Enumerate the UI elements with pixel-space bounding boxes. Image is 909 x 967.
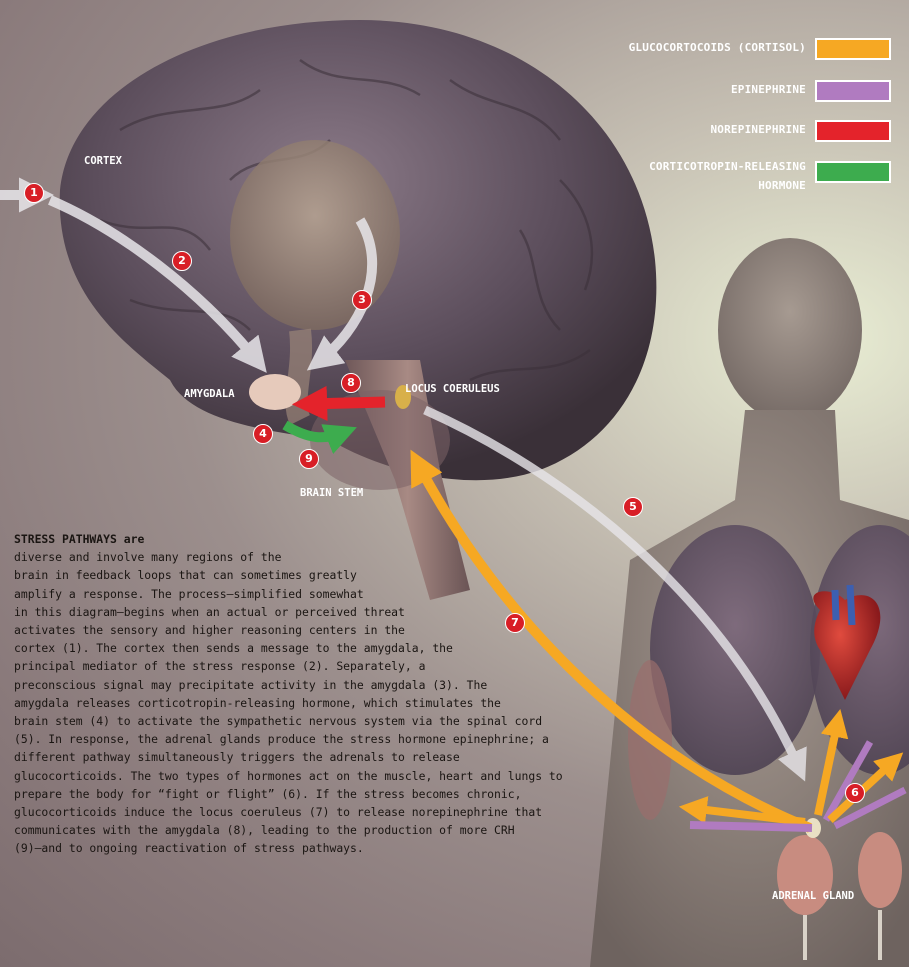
caption-line: brain stem (4) to activate the sympathet… xyxy=(14,712,574,730)
legend-label-crh: CORTICOTROPIN-RELEASING HORMONE xyxy=(630,157,806,195)
caption-line: different pathway simultaneously trigger… xyxy=(14,748,574,766)
label-locus-coeruleus: LOCUS COERULEUS xyxy=(405,383,500,395)
legend-label-epinephrine: EPINEPHRINE xyxy=(570,80,806,99)
label-adrenal-gland: ADRENAL GLAND xyxy=(772,890,854,902)
legend-swatch-norepinephrine xyxy=(815,120,891,142)
caption-text: STRESS PATHWAYS are diverse and involve … xyxy=(14,530,574,858)
caption-line: prepare the body for “fight or flight” (… xyxy=(14,785,574,803)
step-marker-3: 3 xyxy=(352,290,372,310)
step-marker-5: 5 xyxy=(623,497,643,517)
step-marker-1: 1 xyxy=(24,183,44,203)
caption-line: diverse and involve many regions of the xyxy=(14,548,574,566)
step-marker-9: 9 xyxy=(299,449,319,469)
caption-line: activates the sensory and higher reasoni… xyxy=(14,621,574,639)
caption-line: glucocorticoids. The two types of hormon… xyxy=(14,767,574,785)
legend-swatch-epinephrine xyxy=(815,80,891,102)
caption-line: preconscious signal may precipitate acti… xyxy=(14,676,574,694)
legend-label-glucocorticoids: GLUCOCORTOCOIDS (CORTISOL) xyxy=(570,38,806,57)
caption-line: principal mediator of the stress respons… xyxy=(14,657,574,675)
legend-swatch-crh xyxy=(815,161,891,183)
caption-line: glucocorticoids induce the locus coerule… xyxy=(14,803,574,821)
caption-line: amplify a response. The process—simplifi… xyxy=(14,585,574,603)
caption-line: amygdala releases corticotropin-releasin… xyxy=(14,694,574,712)
label-cortex: CORTEX xyxy=(84,155,122,167)
legend-label-norepinephrine: NOREPINEPHRINE xyxy=(570,120,806,139)
caption-line: communicates with the amygdala (8), lead… xyxy=(14,821,574,839)
step-marker-6: 6 xyxy=(845,783,865,803)
step-marker-8: 8 xyxy=(341,373,361,393)
caption-line: (5). In response, the adrenal glands pro… xyxy=(14,730,574,748)
legend-swatch-glucocorticoids xyxy=(815,38,891,60)
label-amygdala: AMYGDALA xyxy=(184,388,235,400)
caption-line: brain in feedback loops that can sometim… xyxy=(14,566,574,584)
caption-line: in this diagram—begins when an actual or… xyxy=(14,603,574,621)
label-brain-stem: BRAIN STEM xyxy=(300,487,363,499)
caption-line: cortex (1). The cortex then sends a mess… xyxy=(14,639,574,657)
caption-line: (9)—and to ongoing reactivation of stres… xyxy=(14,839,574,857)
caption-line: STRESS PATHWAYS are xyxy=(14,530,574,548)
step-marker-2: 2 xyxy=(172,251,192,271)
step-marker-4: 4 xyxy=(253,424,273,444)
